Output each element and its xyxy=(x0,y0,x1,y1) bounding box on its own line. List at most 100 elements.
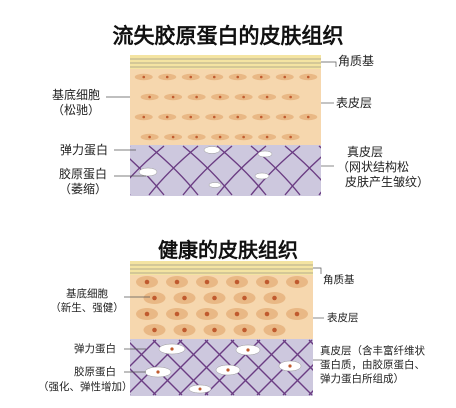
top-elastin-label: 弹力蛋白 xyxy=(60,143,109,157)
cell-nucleus xyxy=(142,115,146,119)
elastin-fiber xyxy=(130,368,157,396)
cell-nucleus xyxy=(236,75,240,79)
top-horny-layer xyxy=(130,55,321,69)
cell-nucleus xyxy=(242,95,245,99)
cell-nucleus xyxy=(171,95,175,99)
cell-nucleus xyxy=(148,95,151,99)
cell-nucleus xyxy=(265,95,269,99)
elastin-fiber xyxy=(148,145,199,196)
top-basal-cells-label: 基底细胞 xyxy=(51,88,100,102)
cell-nucleus xyxy=(152,327,157,333)
cell-nucleus xyxy=(182,295,187,301)
elastin-fiber xyxy=(282,364,313,396)
cell-nucleus xyxy=(144,311,150,317)
cell-nucleus xyxy=(306,115,310,119)
cell-nucleus xyxy=(242,295,247,301)
bottom-elastin-label: 弹力蛋白 xyxy=(74,343,116,355)
top-horny-lines xyxy=(130,58,321,68)
elastin-fiber xyxy=(284,145,321,181)
bottom-collagen-cells xyxy=(144,343,302,394)
cell-nucleus xyxy=(264,311,270,317)
bottom-basal-cells-label: 基底细胞 xyxy=(66,288,108,300)
elastin-fiber xyxy=(250,145,301,196)
elastin-fiber xyxy=(250,145,301,196)
bottom-diagram-title: 健康的皮肤组织 xyxy=(158,238,298,262)
cell-nucleus xyxy=(265,135,269,139)
elastin-fiber xyxy=(182,145,233,196)
elastin-fiber xyxy=(230,339,287,396)
cell-nucleus xyxy=(189,75,193,79)
top-dermis-label: 真皮层 xyxy=(347,145,384,159)
bottom-collagen-label: 胶原蛋白 xyxy=(74,366,116,378)
elastin-fiber xyxy=(148,145,199,196)
bottom-dermis-label: 真皮层（含丰富纤维状 xyxy=(320,345,425,357)
cell-nucleus xyxy=(272,327,277,333)
cell-nucleus xyxy=(189,115,193,119)
cell-nucleus xyxy=(272,295,277,301)
top-collagen-note: （萎缩） xyxy=(58,182,107,196)
top-epidermis-layer xyxy=(130,69,321,145)
top-collagen-label: 胶原蛋白 xyxy=(58,167,107,181)
bottom-horny-layer xyxy=(130,261,313,275)
top-basal-cells xyxy=(134,73,318,141)
cell-nucleus xyxy=(165,75,169,79)
bottom-horny-lines xyxy=(130,264,313,274)
cell-nucleus xyxy=(182,327,187,333)
cell-nucleus xyxy=(289,135,292,139)
cell-nucleus xyxy=(294,279,300,285)
cell-nucleus xyxy=(148,135,151,139)
cell-nucleus xyxy=(242,135,245,139)
bottom-epidermis-label: 表皮层 xyxy=(327,312,359,324)
elastin-fiber xyxy=(130,339,157,367)
cell-nucleus xyxy=(264,279,270,285)
cell-nucleus xyxy=(259,115,263,119)
cell-nucleus xyxy=(195,95,198,99)
cell-nucleus xyxy=(236,115,240,119)
cell-nucleus xyxy=(234,311,240,317)
cell-nucleus xyxy=(174,311,180,317)
cell-nucleus xyxy=(144,279,150,285)
top-basal-cells-note: （松驰） xyxy=(51,103,100,117)
elastin-fiber xyxy=(178,339,235,396)
cell-nucleus xyxy=(289,95,292,99)
elastin-fiber xyxy=(182,145,233,196)
bottom-skin-diagram xyxy=(124,261,324,396)
bottom-collagen-note: （强化、弹性增加） xyxy=(38,381,133,393)
cell-nucleus xyxy=(294,311,300,317)
cell-nucleus xyxy=(234,279,240,285)
bottom-horny-layer-label: 角质基 xyxy=(323,274,355,286)
cell-nucleus xyxy=(259,75,263,79)
cell-nucleus xyxy=(242,327,247,333)
top-dermis-note-1: （网状结构松 xyxy=(337,160,410,174)
elastin-fiber xyxy=(284,156,321,196)
cell-nucleus xyxy=(212,75,216,79)
cell-nucleus xyxy=(212,295,217,301)
elastin-fiber xyxy=(130,145,165,179)
top-collagen-cells xyxy=(138,146,273,188)
top-epidermis-label: 表皮层 xyxy=(336,96,373,110)
top-skin-diagram xyxy=(106,55,337,196)
elastin-fiber xyxy=(152,339,209,396)
bottom-leader-lines xyxy=(124,267,324,373)
bottom-basal-cells-note: （新生、强健） xyxy=(50,302,124,314)
cell-nucleus xyxy=(142,75,146,79)
top-leader-lines xyxy=(106,61,337,177)
bottom-dermis-note-2: 弹力蛋白所组成） xyxy=(320,373,404,385)
cell-nucleus xyxy=(165,115,169,119)
top-elastin-fibers xyxy=(130,145,321,196)
bottom-basal-cells xyxy=(136,276,308,336)
cell-nucleus xyxy=(218,135,222,139)
cell-nucleus xyxy=(152,295,157,301)
cell-nucleus xyxy=(204,279,210,285)
cell-nucleus xyxy=(212,115,216,119)
cell-nucleus xyxy=(306,75,310,79)
bottom-dermis-note-1: 蛋白质，由胶原蛋白、 xyxy=(320,359,425,371)
cell-nucleus xyxy=(283,115,287,119)
elastin-fiber xyxy=(216,145,267,196)
cell-nucleus xyxy=(218,95,222,99)
cell-nucleus xyxy=(204,311,210,317)
top-dermis-note-2: 皮肤产生皱纹） xyxy=(345,175,430,189)
cell-nucleus xyxy=(283,75,287,79)
elastin-fiber xyxy=(216,145,267,196)
